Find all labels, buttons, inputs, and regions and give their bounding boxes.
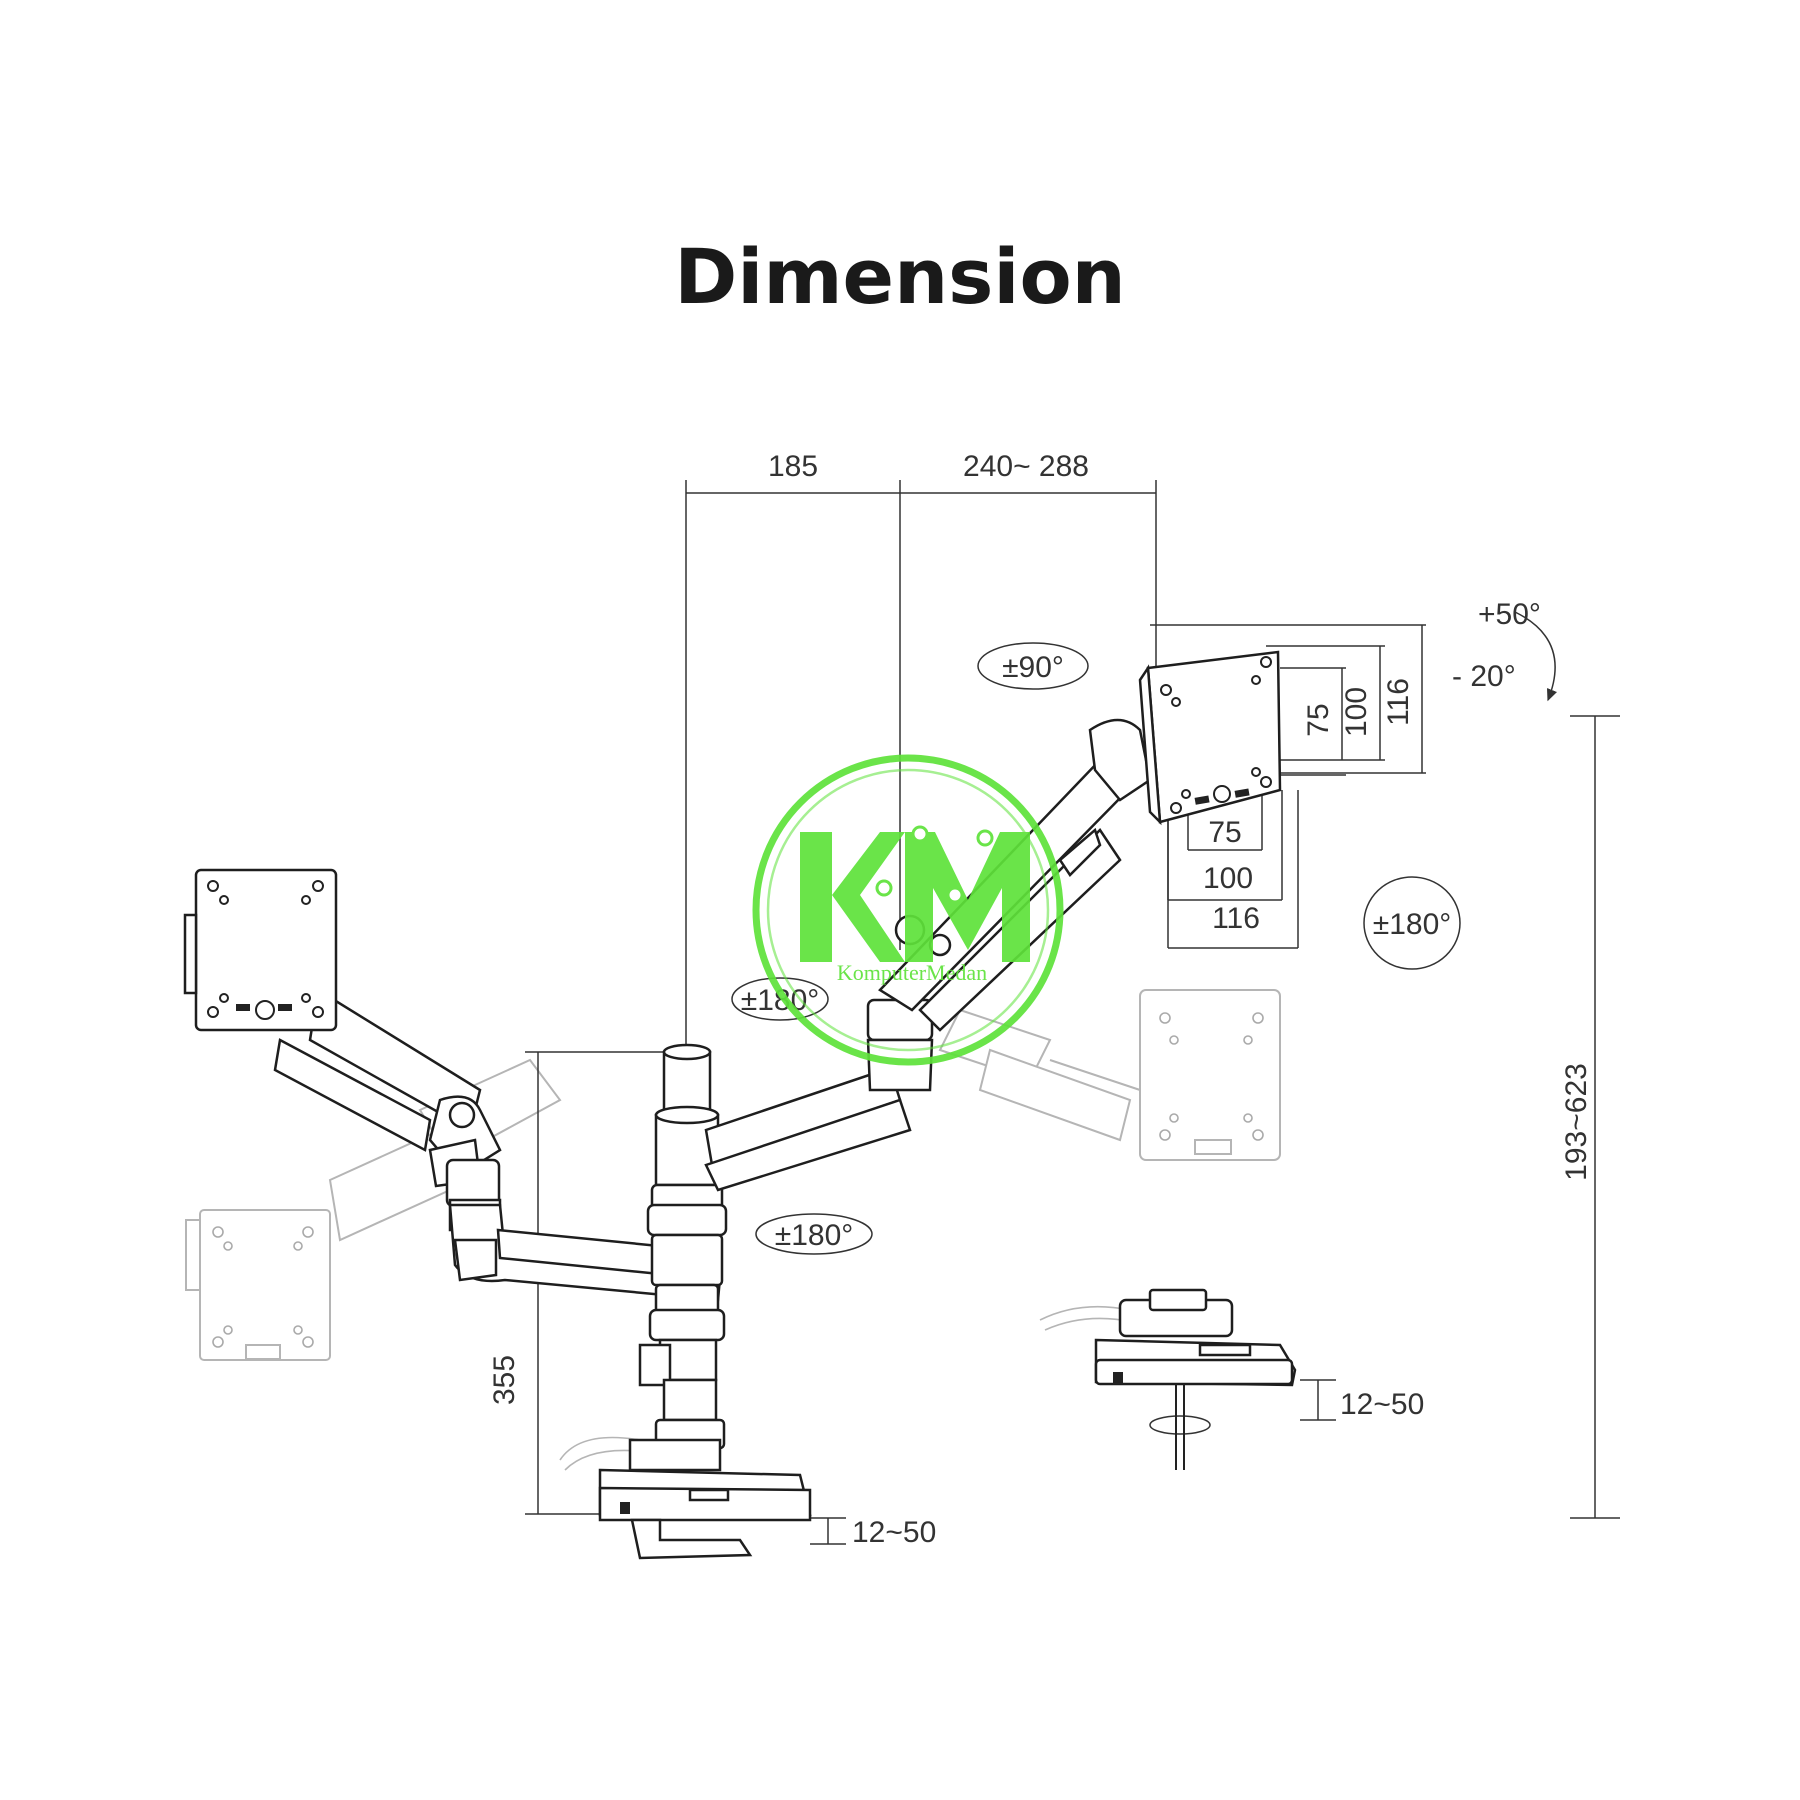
dim-185: 185 [768, 450, 818, 483]
dim-vesa-h-75: 75 [1208, 816, 1241, 849]
upper-arm [704, 998, 934, 1192]
watermark-logo: KomputerMedan [752, 754, 1064, 1066]
side-clamp-view [1039, 1288, 1297, 1470]
left-monitor-plate [183, 868, 338, 1032]
dimension-lines [525, 480, 1620, 1545]
dim-vesa-h-100: 100 [1203, 862, 1253, 895]
dim-355: 355 [488, 1355, 521, 1405]
rotation-indicators [731, 611, 1558, 1255]
swivel-indicator [977, 642, 1089, 690]
front-clamp-base [559, 1436, 812, 1560]
watermark-text: KomputerMedan [837, 960, 987, 985]
dim-vesa-v-75: 75 [1302, 703, 1335, 736]
dim-240-288: 240~ 288 [963, 450, 1089, 483]
dim-clamp-side: 12~50 [1340, 1388, 1424, 1421]
lower-arm-rotate-indicator [755, 1213, 873, 1255]
rotate-panel-label: ±180° [1373, 908, 1452, 941]
dim-vesa-v-100: 100 [1340, 687, 1373, 737]
rotate-lower-arm-label: ±180° [775, 1219, 854, 1252]
swivel-label: ±90° [1002, 651, 1064, 684]
tilt-up-label: +50° [1478, 598, 1541, 631]
dim-clamp-front: 12~50 [852, 1516, 936, 1549]
ghost-right-monitor [938, 989, 1281, 1161]
tilt-indicator [1514, 611, 1558, 702]
page-title: Dimension [674, 232, 1126, 321]
panel-rotate-indicator [1363, 876, 1461, 970]
pole [638, 1043, 728, 1450]
dim-vesa-v-116: 116 [1382, 678, 1415, 726]
tilt-down-label: - 20° [1452, 660, 1516, 693]
upper-arm-rotate-indicator [731, 977, 829, 1021]
dim-vesa-h-116: 116 [1212, 902, 1260, 935]
right-monitor-plate [1138, 650, 1282, 826]
dim-193-623: 193~623 [1560, 1063, 1593, 1181]
left-monitor-arm [273, 987, 502, 1232]
